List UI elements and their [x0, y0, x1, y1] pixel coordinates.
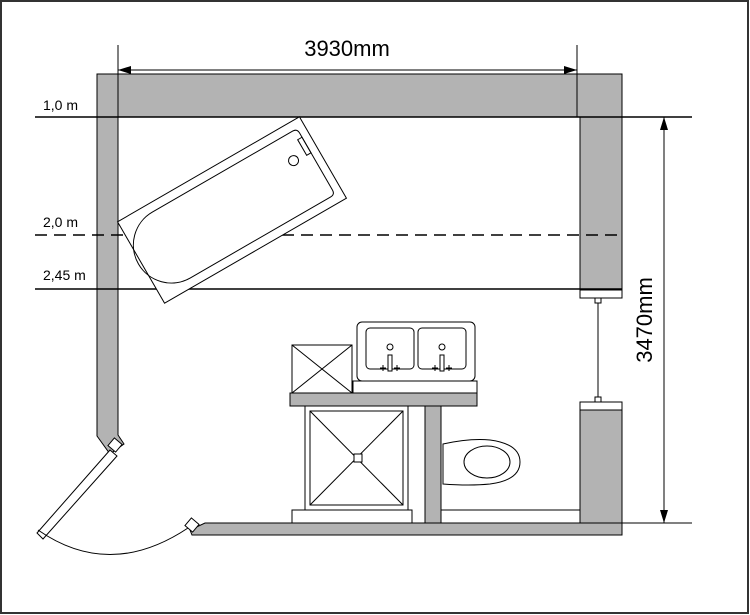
- arrow-down-icon: [660, 510, 668, 523]
- double-sink: [352, 321, 478, 394]
- right-wall-lower: [579, 401, 623, 524]
- level-label-2: 2,0 m: [43, 214, 78, 230]
- window-hinge: [594, 396, 602, 403]
- window-hinge: [594, 297, 602, 304]
- window-cap-bottom: [579, 401, 623, 411]
- vanity-counter-wall: [289, 392, 478, 407]
- right-wall-upper: [579, 116, 623, 291]
- arrow-left-icon: [118, 66, 131, 74]
- width-dimension-label: 3930mm: [304, 36, 390, 61]
- bathtub: [116, 116, 348, 304]
- partition-wall: [424, 405, 442, 524]
- top-wall: [96, 73, 623, 118]
- storage-cabinet: [291, 344, 353, 394]
- shower-tray: [291, 405, 413, 524]
- bottom-wall: [189, 522, 623, 536]
- level-label-1: 1,0 m: [43, 97, 78, 113]
- door-leaf[interactable]: [36, 449, 118, 540]
- height-dimension-label: 3470mm: [632, 277, 657, 363]
- door-swing-arc: [37, 527, 189, 555]
- arrow-up-icon: [660, 117, 668, 130]
- window-cap-top: [579, 289, 623, 299]
- toilet: [440, 406, 581, 524]
- walls: [96, 73, 623, 536]
- level-label-3: 2,45 m: [43, 267, 86, 283]
- arrow-right-icon: [564, 66, 577, 74]
- door: [36, 437, 200, 555]
